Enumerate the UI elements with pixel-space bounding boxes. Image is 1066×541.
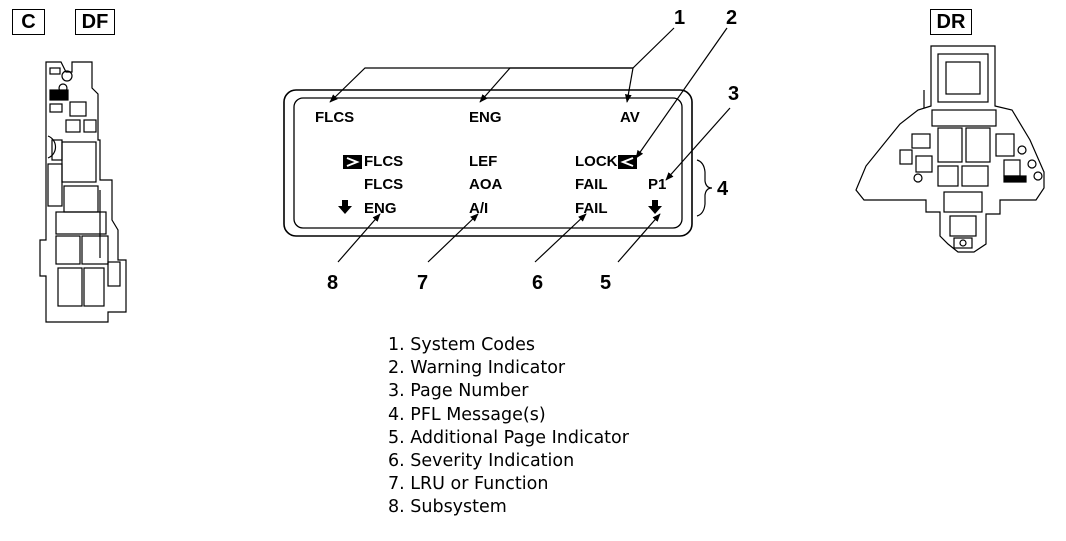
panel-tag-c: C <box>12 9 45 35</box>
page-number: P1 <box>648 176 666 193</box>
system-code-2: ENG <box>469 109 502 126</box>
callout-8: 8 <box>327 272 338 294</box>
left-console-drawing <box>39 61 127 323</box>
legend-item: 8. Subsystem <box>388 497 507 518</box>
pfl-display-frame <box>283 89 693 237</box>
leader-lines <box>329 27 731 263</box>
legend-item: 1. System Codes <box>388 335 535 355</box>
center-console-drawing <box>855 45 1045 253</box>
legend-item: 7. LRU or Function <box>388 474 549 495</box>
callout-5: 5 <box>600 272 611 294</box>
system-code-3: AV <box>620 109 640 126</box>
legend-list: 1. System Codes 2. Warning Indicator 3. … <box>388 334 629 520</box>
pfl-display-inner-frame <box>293 97 683 229</box>
system-code-1: FLCS <box>315 109 354 126</box>
row-3-subsystem: ENG <box>364 200 397 217</box>
row-1-subsystem: FLCS <box>364 153 403 170</box>
row-2-subsystem: FLCS <box>364 176 403 193</box>
legend-item: 5. Additional Page Indicator <box>388 427 629 448</box>
callout-7: 7 <box>417 272 428 294</box>
pfl-display: FLCS ENG AV FLCS LEF LOCK FLCS AOA FAIL … <box>283 89 693 237</box>
legend-item: 6. Severity Indication <box>388 451 575 472</box>
additional-page-left-icon <box>338 200 352 214</box>
callout-4: 4 <box>717 178 729 200</box>
row-3-severity: FAIL <box>575 200 608 217</box>
panel-tag-dr: DR <box>930 9 972 35</box>
legend-item: 3. Page Number <box>388 381 529 402</box>
additional-page-indicator-icon <box>648 200 662 214</box>
legend-item: 2. Warning Indicator <box>388 358 566 379</box>
callout-2: 2 <box>726 7 737 29</box>
callout-1: 1 <box>674 7 685 29</box>
row-2-lru: AOA <box>469 176 503 193</box>
legend-item: 4. PFL Message(s) <box>388 404 546 425</box>
callout-3: 3 <box>728 83 739 105</box>
panel-tag-df: DF <box>75 9 115 35</box>
row-2-severity: FAIL <box>575 176 608 193</box>
row-1-lru: LEF <box>469 153 497 170</box>
callout-6: 6 <box>532 272 543 294</box>
row-3-lru: A/I <box>469 200 488 217</box>
row-1-lock: LOCK <box>575 153 618 170</box>
